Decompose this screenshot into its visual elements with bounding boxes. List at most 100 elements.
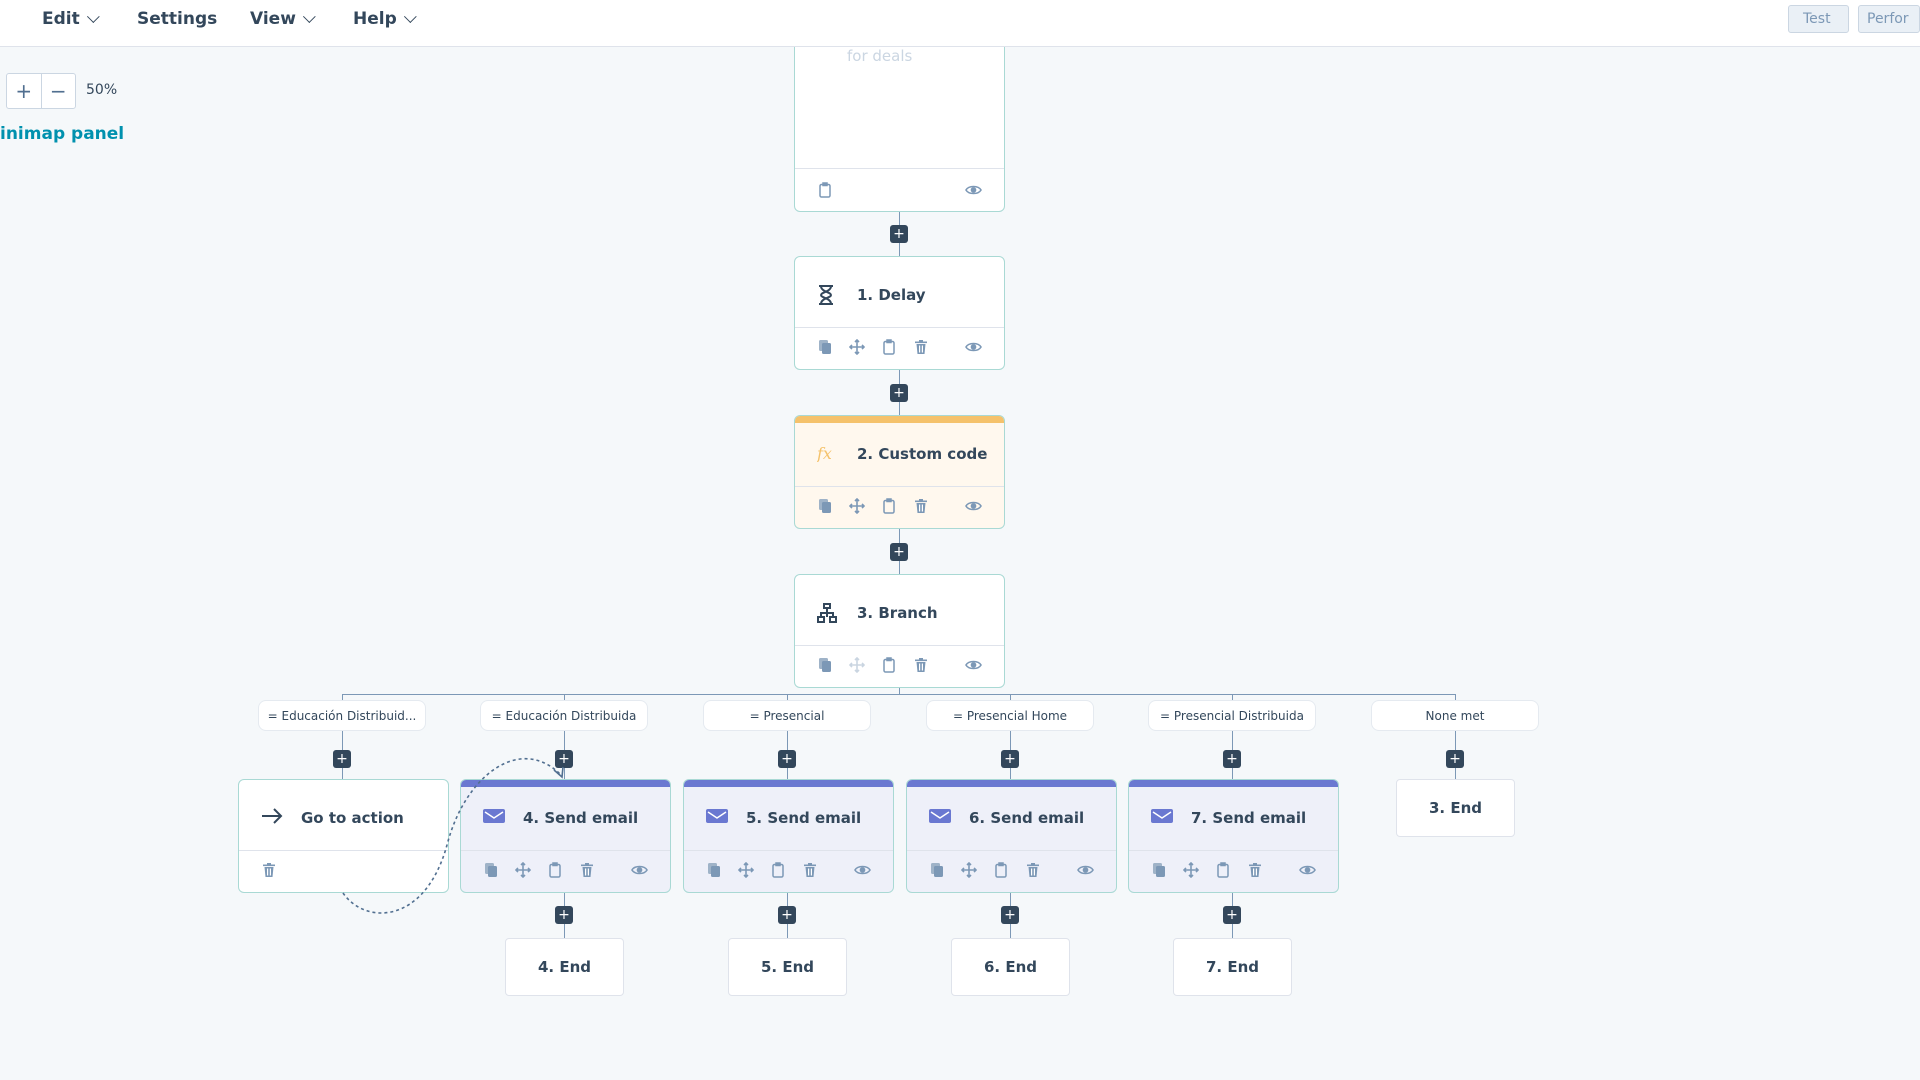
add-action-button[interactable]: +: [778, 750, 796, 768]
action-card-toolbar: [795, 644, 1004, 687]
eye-icon[interactable]: [965, 657, 982, 674]
action-card-header: 3. Branch: [795, 575, 1004, 646]
eye-icon[interactable]: [854, 862, 871, 879]
trash-icon[interactable]: [913, 339, 930, 356]
hourglass-icon: [817, 285, 839, 305]
connector-line: [342, 694, 1455, 695]
copy-icon[interactable]: [706, 862, 723, 879]
add-action-button[interactable]: +: [890, 384, 908, 402]
eye-icon[interactable]: [965, 498, 982, 515]
copy-icon[interactable]: [1151, 862, 1168, 879]
clipboard-icon[interactable]: [1215, 862, 1232, 879]
eye-icon[interactable]: [1299, 862, 1316, 879]
minimap-panel-link[interactable]: inimap panel: [0, 124, 125, 144]
branch-label[interactable]: = Presencial Home: [926, 700, 1094, 731]
trash-icon[interactable]: [1247, 862, 1264, 879]
end-node[interactable]: 4. End: [505, 938, 624, 996]
add-action-button[interactable]: +: [778, 906, 796, 924]
clipboard-icon[interactable]: [881, 498, 898, 515]
add-action-button[interactable]: +: [1223, 906, 1241, 924]
branch-label[interactable]: = Educación Distribuida: [480, 700, 648, 731]
move-icon[interactable]: [738, 862, 755, 879]
move-icon[interactable]: [961, 862, 978, 879]
clipboard-icon[interactable]: [770, 862, 787, 879]
clipboard-icon[interactable]: [881, 339, 898, 356]
connector-line: [1232, 694, 1233, 780]
end-node[interactable]: 6. End: [951, 938, 1070, 996]
test-button[interactable]: Test: [1788, 5, 1849, 33]
eye-icon[interactable]: [631, 862, 648, 879]
copy-icon[interactable]: [817, 498, 834, 515]
action-card-header: 5. Send email: [684, 780, 893, 851]
action-card-branch[interactable]: 3. Branch: [794, 574, 1005, 688]
add-action-button[interactable]: +: [1223, 750, 1241, 768]
zoom-out-button[interactable]: −: [40, 74, 76, 108]
menu-view[interactable]: View: [250, 9, 316, 29]
move-icon[interactable]: [849, 657, 866, 674]
copy-icon[interactable]: [929, 862, 946, 879]
menu-edit[interactable]: Edit: [42, 9, 100, 29]
action-card-email[interactable]: 6. Send email: [906, 779, 1117, 893]
trash-icon[interactable]: [913, 498, 930, 515]
copy-icon[interactable]: [817, 657, 834, 674]
zoom-in-button[interactable]: +: [15, 79, 33, 103]
trash-icon[interactable]: [579, 862, 596, 879]
action-card-delay[interactable]: 1. Delay: [794, 256, 1005, 370]
clipboard-icon[interactable]: [881, 657, 898, 674]
copy-icon[interactable]: [483, 862, 500, 879]
copy-icon[interactable]: [817, 339, 834, 356]
action-card-email[interactable]: 7. Send email: [1128, 779, 1339, 893]
action-card-email[interactable]: 5. Send email: [683, 779, 894, 893]
branch-icon: [817, 603, 839, 623]
action-title: 2. Custom code: [857, 445, 988, 463]
trash-icon[interactable]: [802, 862, 819, 879]
trash-icon[interactable]: [1025, 862, 1042, 879]
add-action-button[interactable]: +: [1446, 750, 1464, 768]
end-node[interactable]: 5. End: [728, 938, 847, 996]
end-node[interactable]: 3. End: [1396, 779, 1515, 837]
action-card-toolbar: [239, 849, 448, 892]
add-action-button[interactable]: +: [1001, 906, 1019, 924]
action-card-email[interactable]: 4. Send email: [460, 779, 671, 893]
menu-help[interactable]: Help: [353, 9, 417, 29]
move-icon[interactable]: [1183, 862, 1200, 879]
action-card-goto[interactable]: Go to action: [238, 779, 449, 893]
email-icon: [1151, 808, 1173, 828]
menu-settings[interactable]: Settings: [137, 9, 217, 29]
eye-icon[interactable]: [965, 182, 982, 199]
add-action-button[interactable]: +: [1001, 750, 1019, 768]
action-card-header: Go to action: [239, 780, 448, 851]
add-action-button[interactable]: +: [555, 750, 573, 768]
end-node[interactable]: 7. End: [1173, 938, 1292, 996]
email-icon: [929, 808, 951, 828]
performance-button[interactable]: Perfor: [1858, 5, 1920, 33]
connector-line: [787, 694, 788, 780]
clipboard-icon[interactable]: [547, 862, 564, 879]
add-action-button[interactable]: +: [890, 225, 908, 243]
action-card-toolbar: [461, 849, 670, 892]
action-title: Go to action: [301, 809, 404, 827]
branch-label[interactable]: = Presencial Distribuida: [1148, 700, 1316, 731]
move-icon[interactable]: [849, 339, 866, 356]
add-action-button[interactable]: +: [333, 750, 351, 768]
move-icon[interactable]: [849, 498, 866, 515]
trigger-card-toolbar: [795, 168, 1004, 211]
add-action-button[interactable]: +: [555, 906, 573, 924]
eye-icon[interactable]: [1077, 862, 1094, 879]
trash-icon[interactable]: [261, 862, 278, 879]
eye-icon[interactable]: [965, 339, 982, 356]
trigger-card[interactable]: for deals: [794, 40, 1005, 212]
add-action-button[interactable]: +: [890, 543, 908, 561]
trash-icon[interactable]: [913, 657, 930, 674]
arrowhead-icon: [553, 766, 564, 779]
clipboard-icon[interactable]: [817, 181, 834, 199]
branch-label[interactable]: None met: [1371, 700, 1539, 731]
branch-label[interactable]: = Presencial: [703, 700, 871, 731]
branch-label[interactable]: = Educación Distribuid...: [258, 700, 426, 731]
clipboard-icon[interactable]: [993, 862, 1010, 879]
action-card-header: 1. Delay: [795, 257, 1004, 328]
action-title: 3. Branch: [857, 604, 938, 622]
move-icon[interactable]: [515, 862, 532, 879]
